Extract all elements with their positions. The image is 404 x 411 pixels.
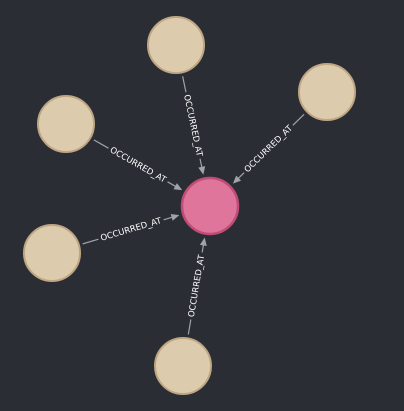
edge-left-to-center[interactable]: OCCURRED_AT (82, 214, 180, 245)
arrowhead-icon (232, 175, 242, 184)
edge-bottom-to-center[interactable]: OCCURRED_AT (187, 237, 207, 335)
arrowhead-icon (173, 183, 183, 191)
arrowhead-icon (170, 214, 180, 221)
edge-line-start (187, 319, 192, 335)
edge-top-right-to-center[interactable]: OCCURRED_AT (232, 113, 305, 184)
edge-line-start (93, 139, 109, 149)
node-top[interactable] (147, 16, 205, 74)
node-upper-left[interactable] (37, 95, 95, 153)
edge-line-start (292, 113, 305, 126)
node-bottom[interactable] (154, 337, 212, 395)
edge-label: OCCURRED_AT (108, 145, 168, 185)
node-left[interactable] (23, 224, 81, 282)
edge-label: OCCURRED_AT (99, 216, 163, 244)
arrowhead-icon (199, 237, 207, 247)
edge-label: OCCURRED_AT (243, 123, 296, 175)
edge-line-start (82, 238, 99, 245)
edge-line-start (182, 76, 187, 93)
node-top-right[interactable] (298, 63, 356, 121)
node-center[interactable] (180, 176, 240, 236)
edge-label: OCCURRED_AT (187, 253, 207, 318)
edge-upper-left-to-center[interactable]: OCCURRED_AT (93, 139, 183, 191)
edge-label: OCCURRED_AT (181, 94, 204, 159)
nodes-layer (23, 16, 356, 395)
edge-top-to-center[interactable]: OCCURRED_AT (181, 76, 206, 175)
arrowhead-icon (198, 166, 206, 175)
